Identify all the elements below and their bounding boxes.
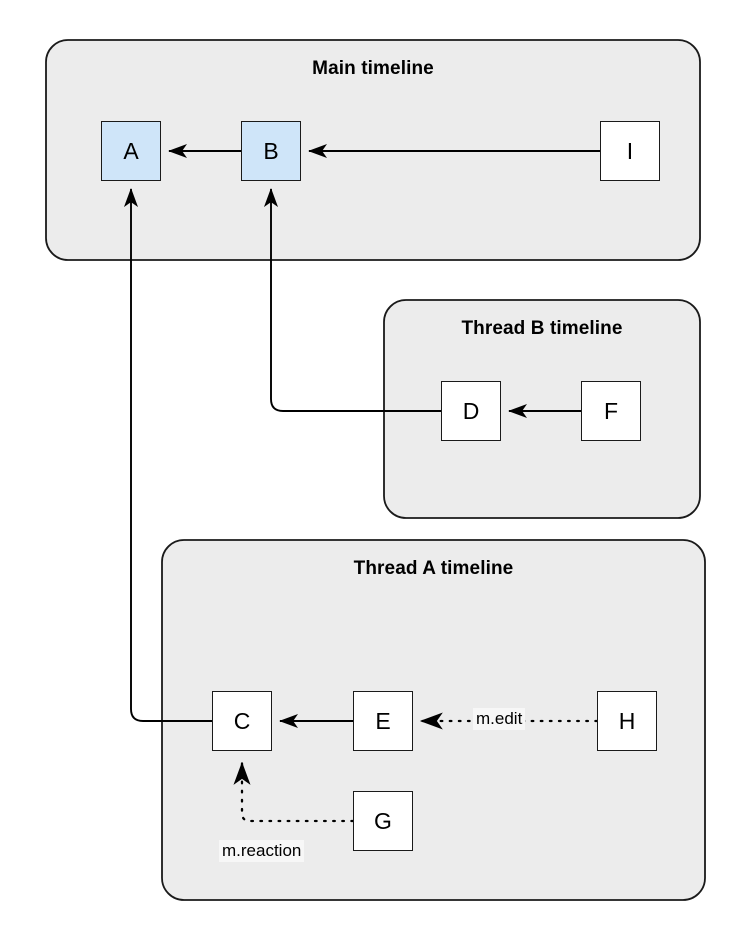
node-g[interactable]: G: [353, 791, 413, 851]
group-thread-b-timeline-box: [383, 299, 701, 519]
group-title-thread-a-timeline: Thread A timeline: [353, 558, 514, 579]
edge-label-m-edit: m.edit: [473, 708, 526, 730]
node-c[interactable]: C: [212, 691, 272, 751]
node-i[interactable]: I: [600, 121, 660, 181]
node-d[interactable]: D: [441, 381, 501, 441]
group-main-timeline-box: [45, 39, 701, 261]
group-title-thread-b-timeline: Thread B timeline: [461, 318, 623, 339]
node-a[interactable]: A: [101, 121, 161, 181]
edge-c-to-a: [123, 188, 212, 722]
edge-g-to-c-m-reaction: [233, 761, 355, 823]
node-f[interactable]: F: [581, 381, 641, 441]
edge-label-m-reaction: m.reaction: [219, 840, 305, 862]
node-b[interactable]: B: [241, 121, 301, 181]
edge-d-to-b: [263, 188, 441, 412]
node-e[interactable]: E: [353, 691, 413, 751]
group-title-main-timeline: Main timeline: [312, 58, 434, 79]
node-h[interactable]: H: [597, 691, 657, 751]
